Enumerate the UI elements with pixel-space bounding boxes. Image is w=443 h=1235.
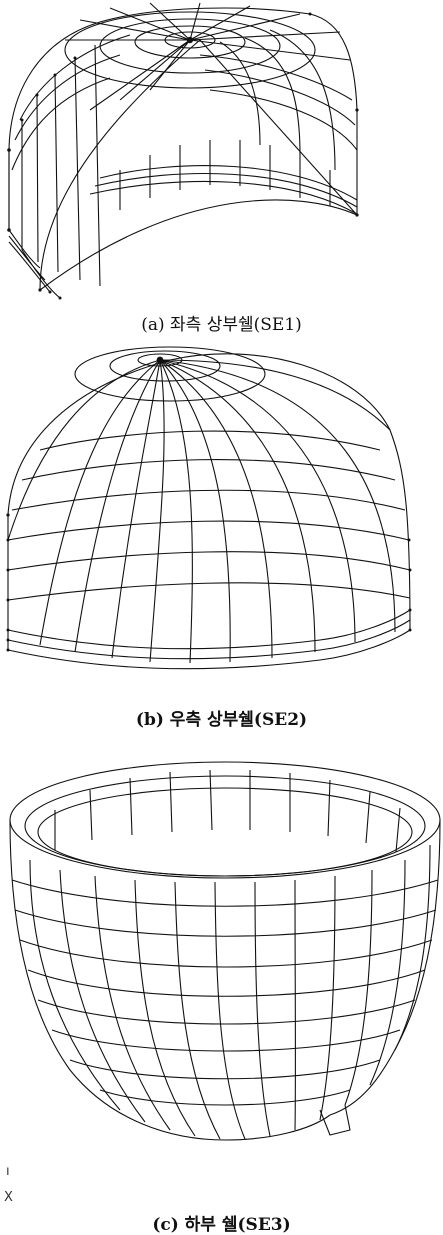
figure-a: (a) 좌측 상부쉘(SE1) (0, 0, 443, 340)
mesh-right-upper-shell (6, 346, 412, 670)
caption-figure-a: (a) 좌측 상부쉘(SE1) (141, 315, 302, 335)
axis-mark-lower: X (4, 1190, 13, 1205)
axis-mark-upper: ı (6, 1164, 10, 1179)
figure-b: (b) 우측 상부쉘(SE2) (0, 340, 443, 740)
figure-c: ı X (c) 하부 쉘(SE3) (0, 740, 443, 1235)
mesh-left-upper-shell (7, 2, 359, 300)
caption-figure-c: (c) 하부 쉘(SE3) (152, 1215, 291, 1235)
caption-figure-b: (b) 우측 상부쉘(SE2) (135, 710, 308, 730)
mesh-lower-shell (9, 761, 441, 1141)
